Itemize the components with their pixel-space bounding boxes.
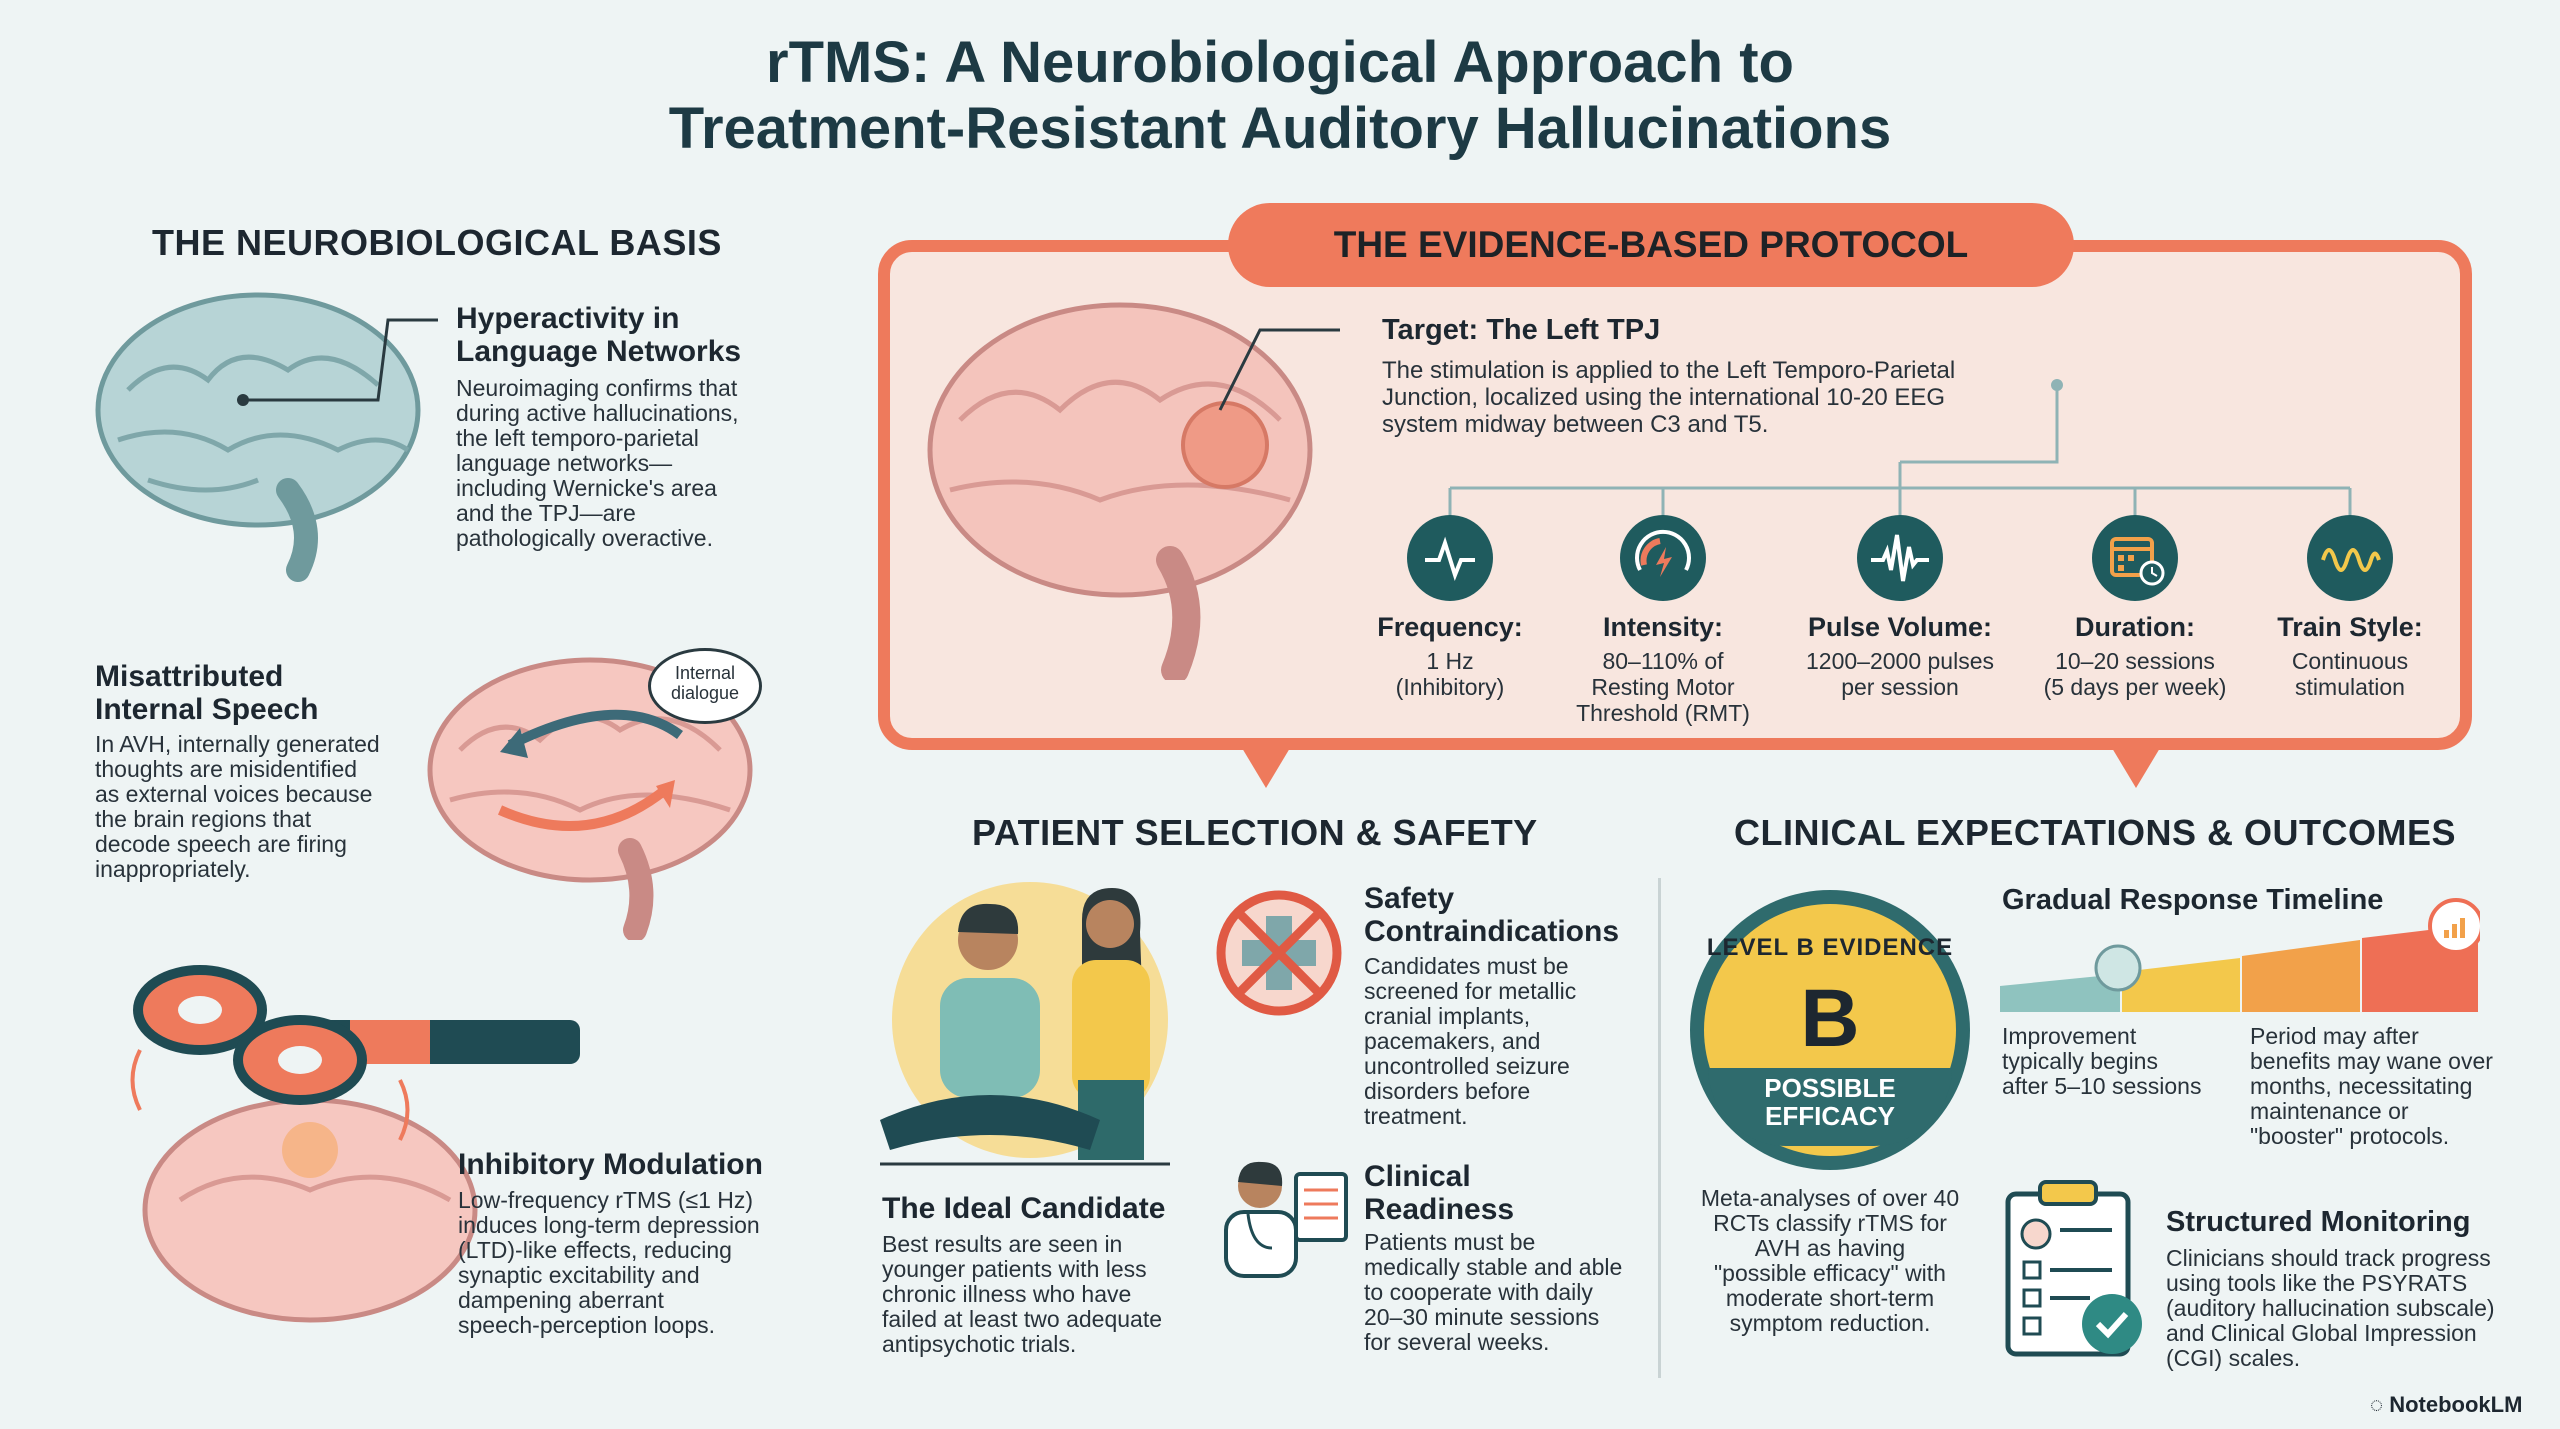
pulse-icon <box>1857 515 1943 601</box>
waveform-icon <box>1407 515 1493 601</box>
monitoring-text: Clinicians should track progress using t… <box>2166 1245 2495 1371</box>
badge-arc-text: LEVEL B EVIDENCE <box>1706 934 1954 961</box>
param-duration-label: Duration: <box>2075 612 2195 642</box>
evidence-badge: LEVEL B EVIDENCE B POSSIBLE EFFICACY <box>1690 890 1970 1170</box>
sine-wave-icon <box>2307 515 2393 601</box>
pointer-left <box>1236 738 1296 788</box>
param-frequency-value: 1 Hz (Inhibitory) <box>1395 648 1505 700</box>
notebooklm-icon: ◌ <box>2370 1392 2390 1417</box>
param-intensity-label: Intensity: <box>1602 612 1723 642</box>
misattr-title: Misattributed Internal Speech <box>95 660 319 726</box>
param-pulse-value: 1200–2000 pulses per session <box>1806 648 1994 700</box>
badge-efficacy: POSSIBLE EFFICACY <box>1708 1068 1952 1146</box>
selection-heading: PATIENT SELECTION & SAFETY <box>972 812 1538 853</box>
hyper-text: Neuroimaging confirms that during active… <box>456 375 739 551</box>
page-title: rTMS: A Neurobiological Approach to Trea… <box>0 30 2560 162</box>
timeline-right-text: Period may after benefits may wane over … <box>2250 1023 2493 1149</box>
response-timeline-bar <box>2000 898 2480 1012</box>
speech-bubble: Internal dialogue <box>648 648 762 724</box>
target-title: Target: The Left TPJ <box>1382 314 1661 346</box>
param-pulse <box>1830 515 1970 601</box>
hyper-title: Hyperactivity in Language Networks <box>456 302 742 368</box>
timeline-title: Gradual Response Timeline <box>2002 884 2384 916</box>
badge-letter: B <box>1800 973 1860 1064</box>
param-train-value: Continuous stimulation <box>2291 648 2409 700</box>
readiness-text: Patients must be medically stable and ab… <box>1364 1229 1623 1355</box>
param-pulse-label: Pulse Volume: <box>1807 612 1993 642</box>
doctor-clipboard-icon <box>1224 1161 1348 1278</box>
notebooklm-logo: ◌ NotebookLM <box>2370 1392 2523 1417</box>
timeline-left-text: Improvement typically begins after 5–10 … <box>2002 1023 2202 1099</box>
outcomes-heading: CLINICAL EXPECTATIONS & OUTCOMES <box>1734 812 2457 853</box>
ideal-text: Best results are seen in younger patient… <box>882 1231 1163 1357</box>
param-intensity-value: 80–110% of Resting Motor Threshold (RMT) <box>1576 648 1750 726</box>
param-frequency <box>1380 515 1520 601</box>
target-text: The stimulation is applied to the Left T… <box>1382 357 1956 438</box>
calendar-icon <box>2092 515 2178 601</box>
brain-illustration-teal <box>95 292 438 582</box>
param-duration <box>2065 515 2205 601</box>
monitoring-title: Structured Monitoring <box>2166 1206 2471 1238</box>
pointer-right <box>2106 738 2166 788</box>
brain-target-illustration <box>927 302 1340 680</box>
parameter-connector <box>1448 379 2352 520</box>
safety-title: Safety Contraindications <box>1364 882 1620 948</box>
inhib-text: Low-frequency rTMS (≤1 Hz) induces long-… <box>458 1187 760 1338</box>
tms-coil-illustration <box>130 965 580 1323</box>
neuro-heading: THE NEUROBIOLOGICAL BASIS <box>152 222 722 263</box>
param-frequency-label: Frequency: <box>1377 612 1523 642</box>
column-divider <box>1658 878 1661 1378</box>
meta-text: Meta-analyses of over 40 RCTs classify r… <box>1700 1185 1960 1336</box>
patients-illustration <box>880 882 1170 1166</box>
prohibited-icon <box>1216 890 1342 1016</box>
clipboard-checklist-icon <box>2005 1180 2142 1357</box>
readiness-title: Clinical Readiness <box>1364 1160 1515 1226</box>
gauge-icon <box>1620 515 1706 601</box>
inhib-title: Inhibitory Modulation <box>458 1148 763 1181</box>
param-duration-value: 10–20 sessions (5 days per week) <box>2043 648 2227 700</box>
param-train-label: Train Style: <box>2277 612 2423 642</box>
title-line-1: rTMS: A Neurobiological Approach to <box>766 30 1794 95</box>
ideal-title: The Ideal Candidate <box>882 1192 1166 1225</box>
safety-text: Candidates must be screened for metallic… <box>1364 953 1577 1129</box>
param-intensity <box>1593 515 1733 601</box>
misattr-text: In AVH, internally generated thoughts ar… <box>95 731 380 882</box>
protocol-heading: THE EVIDENCE-BASED PROTOCOL <box>1228 203 2074 287</box>
param-train <box>2280 515 2420 601</box>
title-line-2: Treatment-Resistant Auditory Hallucinati… <box>668 96 1892 161</box>
